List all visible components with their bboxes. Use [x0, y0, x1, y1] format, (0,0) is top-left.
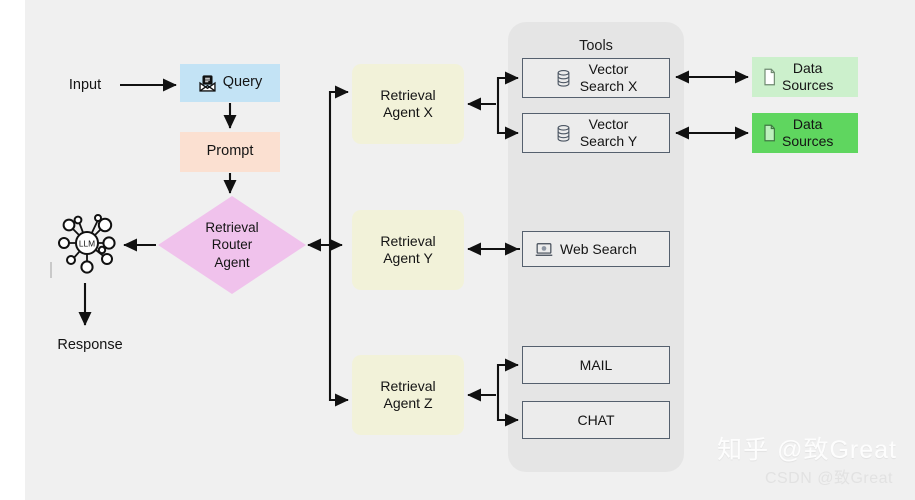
- agent-y-line2: Agent Y: [383, 250, 433, 266]
- retrieval-agent-x-node[interactable]: Retrieval Agent X: [352, 64, 464, 144]
- agent-x-line1: Retrieval: [380, 87, 436, 104]
- ds2-line1: Data: [792, 116, 823, 133]
- database-icon: [555, 69, 572, 88]
- response-label: Response: [57, 337, 123, 354]
- llm-node[interactable]: LLM: [52, 208, 122, 278]
- chat-node[interactable]: CHAT: [522, 401, 670, 439]
- prompt-node[interactable]: Prompt: [180, 132, 280, 172]
- prompt-label: Prompt: [206, 143, 254, 160]
- vector-search-y-label: Vector Search Y: [580, 116, 637, 150]
- vector-y-line1: Vector: [588, 116, 629, 133]
- watermark-secondary: CSDN @致Great: [764, 470, 893, 487]
- data-sources-label-2: Data Sources: [782, 116, 833, 149]
- data-sources-label-1: Data Sources: [782, 60, 833, 93]
- neural-network-icon: LLM: [58, 214, 116, 274]
- data-sources-node-1[interactable]: Data Sources: [752, 57, 858, 97]
- agent-z-line1: Retrieval: [380, 378, 436, 395]
- watermark-primary: 知乎 @致Great: [717, 436, 897, 464]
- vector-search-y-node[interactable]: Vector Search Y: [522, 113, 670, 153]
- router-label-line3: Agent: [214, 254, 250, 270]
- agent-x-line2: Agent X: [383, 104, 433, 120]
- agent-z-line2: Agent Z: [383, 395, 433, 411]
- router-label-line1: Retrieval: [205, 219, 259, 235]
- retrieval-agent-y-node[interactable]: Retrieval Agent Y: [352, 210, 464, 290]
- mail-node[interactable]: MAIL: [522, 346, 670, 384]
- vector-x-line1: Vector: [588, 61, 629, 78]
- data-sources-node-2[interactable]: Data Sources: [752, 113, 858, 153]
- llm-tick-mark: [50, 262, 52, 278]
- ds1-line1: Data: [792, 60, 823, 77]
- document-icon: [762, 124, 777, 142]
- vector-x-line2: Search X: [579, 78, 638, 94]
- router-label-line2: Router: [211, 237, 253, 253]
- agent-y-line1: Retrieval: [380, 233, 436, 250]
- monitor-icon: [535, 242, 553, 257]
- document-icon: [762, 68, 777, 86]
- router-label-group: Retrieval Router Agent: [158, 196, 306, 294]
- vector-y-line2: Search Y: [579, 133, 638, 149]
- llm-node-label: LLM: [79, 239, 95, 249]
- web-search-label: Web Search: [560, 240, 637, 257]
- retrieval-router-agent-node[interactable]: Retrieval Router Agent: [158, 196, 306, 294]
- ds1-line2: Sources: [782, 77, 834, 93]
- mail-label: MAIL: [579, 356, 613, 373]
- web-search-node[interactable]: Web Search: [522, 231, 670, 267]
- chat-label: CHAT: [577, 411, 615, 428]
- vector-search-x-label: Vector Search X: [580, 61, 638, 95]
- ds2-line2: Sources: [782, 133, 834, 149]
- database-icon: [555, 124, 572, 143]
- query-label: Query: [222, 74, 263, 91]
- tools-group-label: Tools: [579, 38, 613, 54]
- envelope-document-icon: [198, 74, 217, 93]
- input-label: Input: [68, 77, 102, 94]
- retrieval-agent-z-node[interactable]: Retrieval Agent Z: [352, 355, 464, 435]
- vector-search-x-node[interactable]: Vector Search X: [522, 58, 670, 98]
- query-node[interactable]: Query: [180, 64, 280, 102]
